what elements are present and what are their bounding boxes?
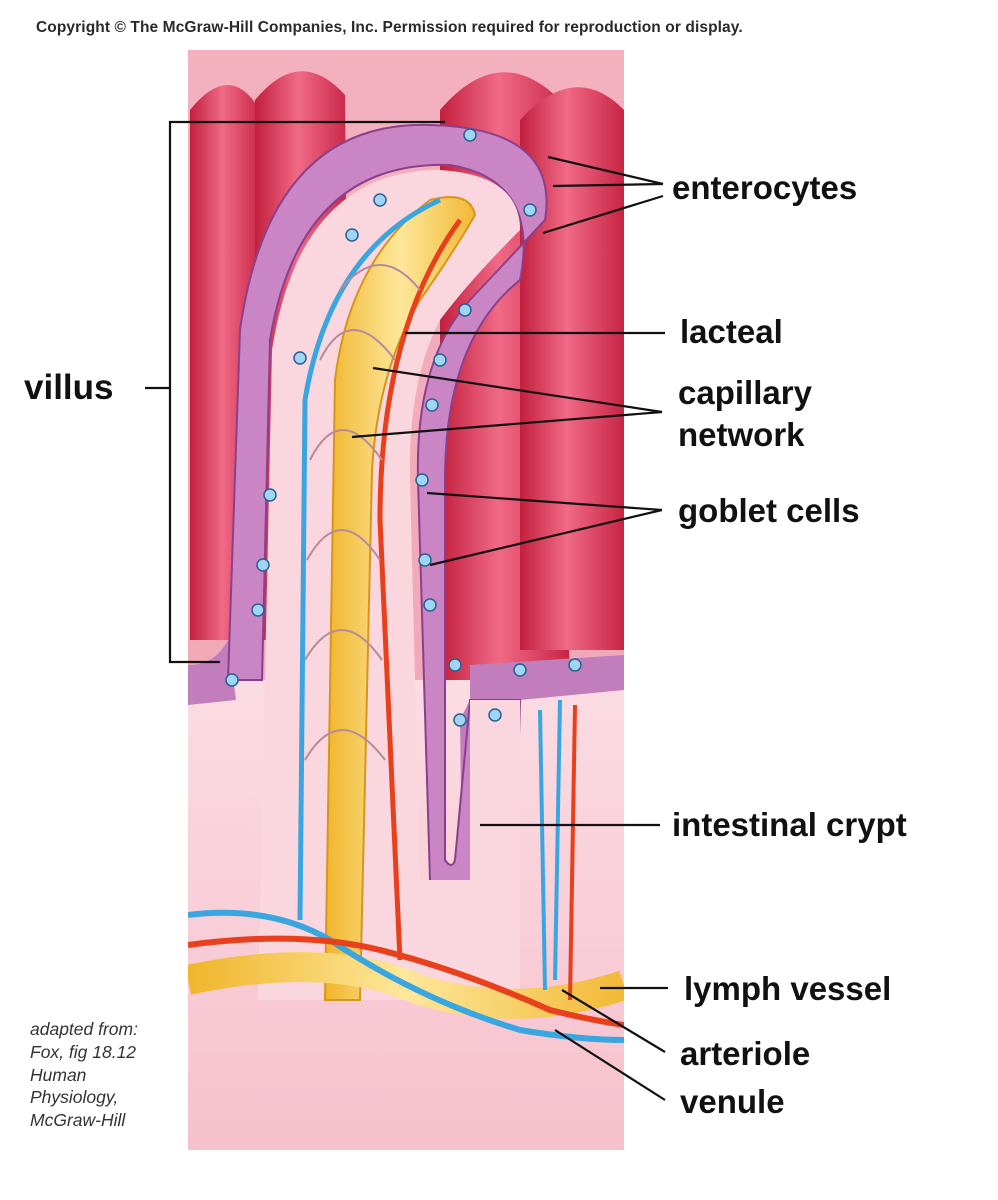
capillary-leader-2 xyxy=(351,410,663,439)
label-venule: venule xyxy=(680,1083,785,1120)
villus-bracket xyxy=(168,120,445,664)
venule-leader xyxy=(554,1029,666,1101)
enterocytes-leader-2 xyxy=(552,182,664,188)
arteriole-leader xyxy=(561,989,666,1053)
goblet-cell-markers xyxy=(225,128,582,727)
enterocytes-leader-1 xyxy=(547,155,664,186)
credit-line-5: McGraw-Hill xyxy=(30,1110,126,1130)
goblet-leader-2 xyxy=(429,508,663,567)
label-network: network xyxy=(678,416,805,453)
label-arteriole: arteriole xyxy=(680,1035,811,1072)
copyright-notice: Copyright © The McGraw-Hill Companies, I… xyxy=(36,19,743,36)
credit-line-2: Fox, fig 18.12 xyxy=(30,1041,137,1062)
credit-line-3: Human xyxy=(30,1064,87,1085)
crypt-arteriole xyxy=(568,704,577,1001)
credit-line-1: adapted from: xyxy=(30,1019,138,1039)
label-capillary: capillary xyxy=(678,374,812,411)
label-enterocytes: enterocytes xyxy=(672,169,858,206)
capillary-leader-1 xyxy=(372,366,663,414)
label-lacteal: lacteal xyxy=(680,313,783,350)
goblet-leader-1 xyxy=(426,491,663,512)
villus-core xyxy=(258,170,520,1000)
enterocytes-leader-3 xyxy=(542,194,664,235)
label-lymph-vessel: lymph vessel xyxy=(684,970,892,1007)
label-intestinal-crypt: intestinal crypt xyxy=(672,806,907,843)
label-goblet-cells: goblet cells xyxy=(678,492,860,529)
source-credit: adapted from: Fox, fig 18.12 Human Physi… xyxy=(30,1018,138,1132)
capillary-loops xyxy=(304,264,421,761)
crypt-vessels xyxy=(538,699,562,991)
arterial-capillary xyxy=(377,218,463,961)
lacteal xyxy=(323,196,477,1001)
label-villus: villus xyxy=(24,368,114,407)
base-epithelium-left xyxy=(188,640,236,705)
arteriole-horizontal xyxy=(188,935,624,1028)
credit-line-4: Physiology, xyxy=(30,1087,119,1108)
back-villus-far-right xyxy=(520,87,624,651)
